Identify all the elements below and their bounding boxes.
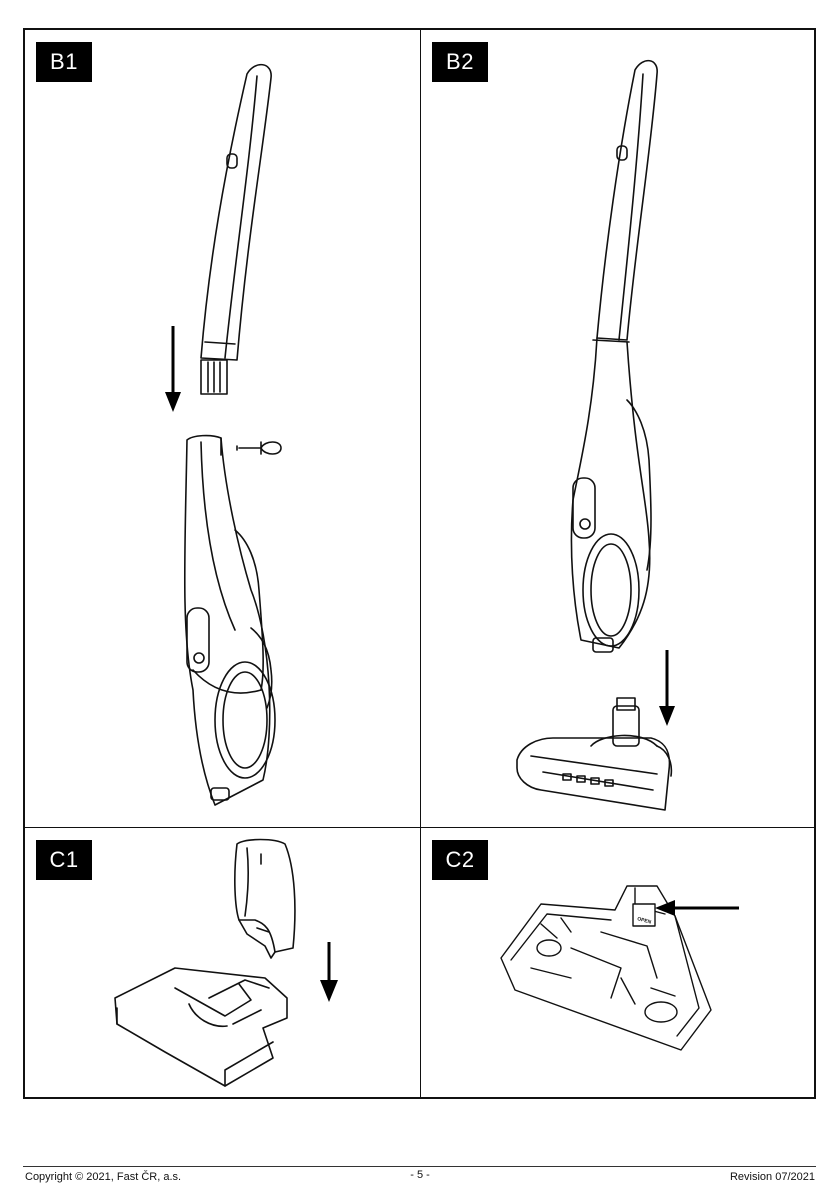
footer-revision: Revision 07/2021	[730, 1171, 815, 1183]
panel-b2: B2	[421, 30, 816, 828]
b2-floor-brush	[517, 738, 669, 810]
panel-c2: OPEN C2	[421, 828, 816, 1097]
footer-divider	[23, 1166, 816, 1167]
panel-label-b1: B1	[36, 42, 92, 82]
footer-page-number: - 5 -	[0, 1169, 840, 1181]
down-arrow-icon	[320, 942, 338, 1002]
b2-assembled-vacuum	[597, 61, 657, 340]
b1-extension-tube	[201, 65, 271, 360]
panel-label-c2: C2	[432, 840, 488, 880]
illustration-grid: B1	[23, 28, 816, 1099]
panel-c1: C1	[25, 828, 421, 1097]
c1-cover-piece	[235, 840, 295, 953]
panel-label-b2: B2	[432, 42, 488, 82]
panel-b1: B1	[25, 30, 421, 828]
down-arrow-icon	[659, 650, 675, 726]
b1-screw	[239, 442, 281, 454]
down-arrow-icon	[165, 326, 181, 412]
b1-illustration	[25, 30, 421, 828]
panel-label-c1: C1	[36, 840, 92, 880]
b2-illustration	[421, 30, 816, 828]
